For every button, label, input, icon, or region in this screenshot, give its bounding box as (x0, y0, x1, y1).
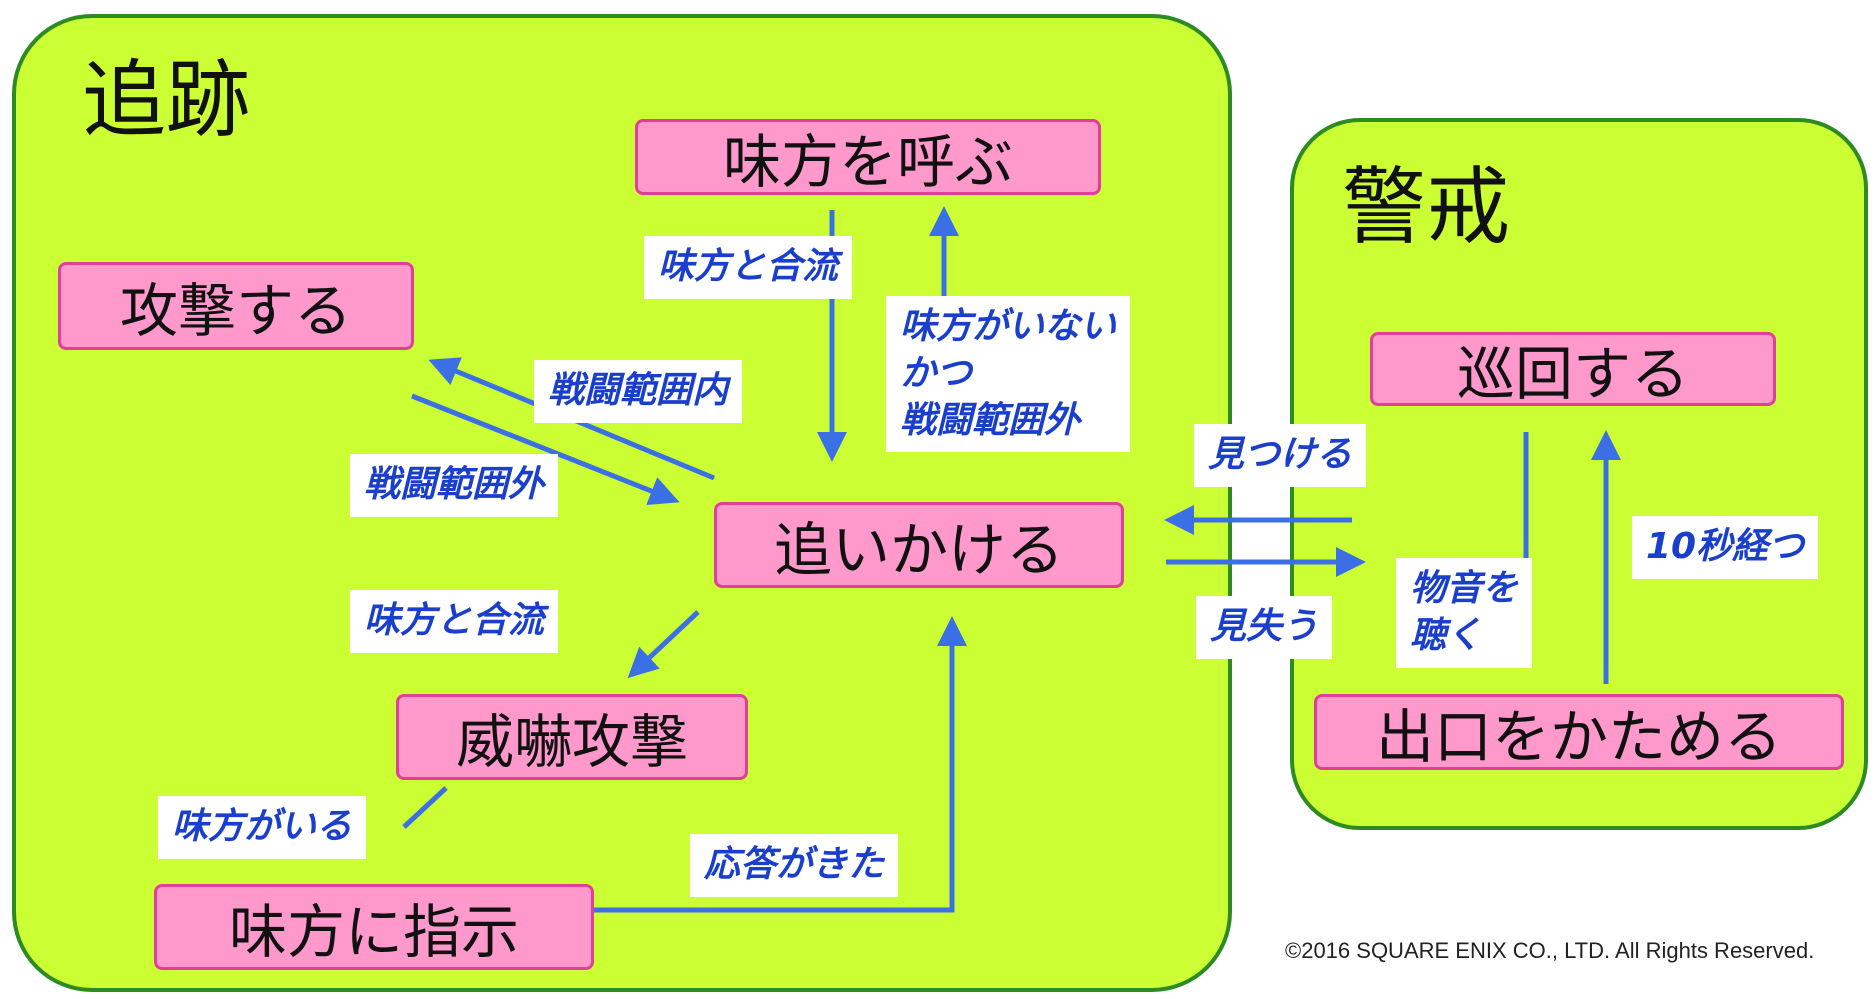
state-guard-exit: 出口をかためる (1314, 694, 1844, 771)
state-patrol: 巡回する (1370, 332, 1776, 408)
state-attack: 攻撃する (58, 262, 414, 350)
cond-lost: 見失う (1196, 596, 1333, 659)
state-command-allies: 味方に指示 (154, 884, 594, 970)
cond-hear-sound: 物音を 聴く (1396, 558, 1533, 668)
cond-join-allies-top: 味方と合流 (644, 236, 853, 299)
cond-ten-seconds: 10秒経つ (1632, 516, 1819, 579)
cond-found: 見つける (1194, 424, 1367, 487)
cond-in-combat-range: 戦闘範囲内 (534, 360, 743, 423)
cond-has-allies: 味方がいる (158, 796, 367, 859)
arrow-command-to-chase (590, 616, 967, 913)
chase-group-title: 追跡 (82, 51, 251, 149)
cond-response-received: 応答がきた (690, 834, 899, 897)
state-threat-attack: 威嚇攻撃 (396, 694, 748, 780)
cond-out-of-combat-range: 戦闘範囲外 (350, 454, 559, 517)
copyright-notice: ©2016 SQUARE ENIX CO., LTD. All Rights R… (1285, 938, 1815, 963)
cond-no-allies-out-of-range: 味方がいない かつ 戦闘範囲外 (886, 296, 1131, 453)
arrow-attack-to-chase (411, 393, 680, 506)
state-chase: 追いかける (714, 502, 1124, 588)
cond-join-allies-left: 味方と合流 (350, 590, 559, 653)
arrow-command-to-threat (402, 786, 448, 829)
arrow-chase-to-threat (627, 610, 700, 679)
alert-group-title: 警戒 (1342, 158, 1511, 256)
state-call-allies: 味方を呼ぶ (635, 119, 1101, 196)
